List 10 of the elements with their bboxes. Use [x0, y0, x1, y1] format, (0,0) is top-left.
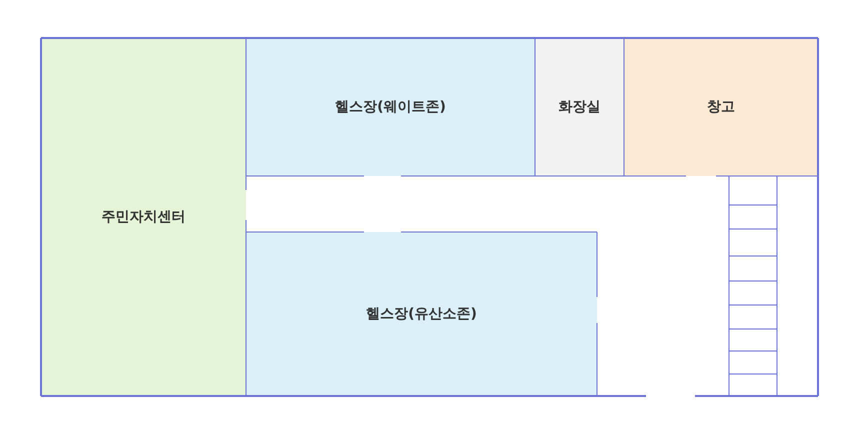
- room-label: 주민자치센터: [102, 208, 186, 226]
- room-area: [624, 38, 818, 176]
- room-area: [246, 38, 535, 176]
- room-area: [246, 232, 597, 396]
- room-label: 창고: [707, 98, 735, 116]
- room-label: 화장실: [558, 98, 600, 116]
- room-area: [535, 38, 624, 176]
- room-label: 헬스장(유산소존): [366, 305, 477, 323]
- room-label: 헬스장(웨이트존): [335, 98, 446, 116]
- room-area: [41, 38, 246, 396]
